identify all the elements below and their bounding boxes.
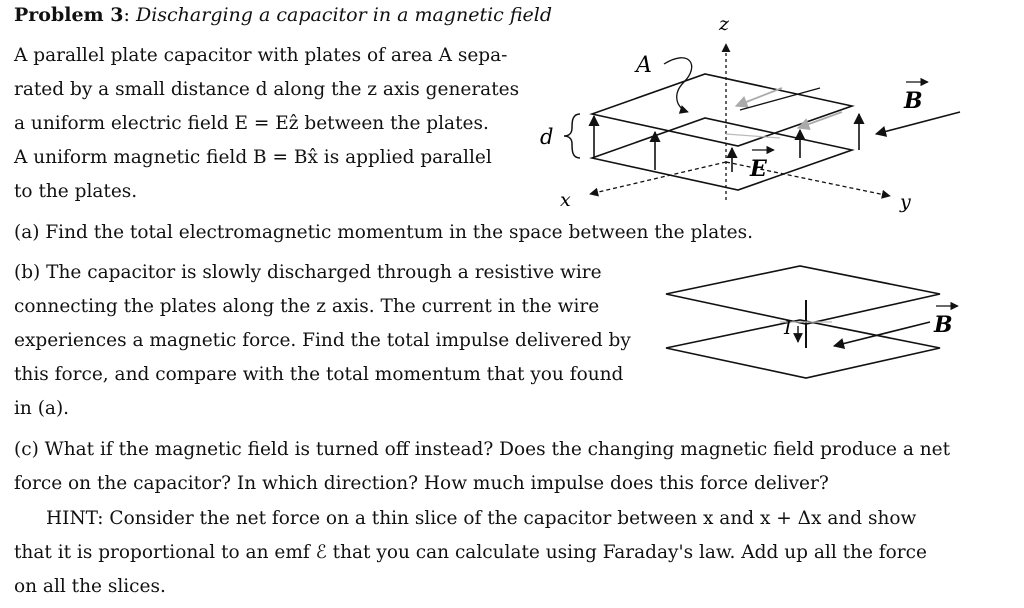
area-label: A <box>634 53 652 78</box>
capacitor-figure: A d z x y E B <box>540 13 961 213</box>
intro-line-2: rated by a small distance d along the z … <box>14 79 520 100</box>
b-field-arrow-outer <box>739 87 821 111</box>
intro-line-1: A parallel plate capacitor with plates o… <box>14 45 508 66</box>
part-a: (a) Find the total electromagnetic momen… <box>14 222 753 243</box>
bottom-plate <box>589 117 855 191</box>
part-b-line-1: (b) The capacitor is slowly discharged t… <box>14 262 602 283</box>
z-label: z <box>718 13 730 35</box>
part-b-line-5: in (a). <box>14 398 70 419</box>
current-label: I <box>783 317 792 339</box>
b-field-arrow <box>832 321 931 349</box>
center-line <box>725 133 781 139</box>
problem-label: Problem 3 <box>14 4 124 26</box>
x-axis <box>589 161 727 197</box>
b-field-arrow-outer <box>874 111 961 137</box>
hint-line-3: on all the slices. <box>14 576 166 597</box>
y-label: y <box>899 191 911 213</box>
gap-brace <box>563 113 581 159</box>
hint-line-1: HINT: Consider the net force on a thin s… <box>46 508 917 529</box>
e-field-label: E <box>749 156 768 182</box>
part-c-line-2: force on the capacitor? In which directi… <box>14 473 829 494</box>
intro-line-3: a uniform electric field E = Eẑ between … <box>14 113 489 134</box>
b-field-arrow-inner <box>734 87 783 108</box>
x-label: x <box>560 189 571 211</box>
top-plate <box>589 73 855 147</box>
hint-line-2: that it is proportional to an emf ℰ that… <box>14 542 927 563</box>
part-b-line-2: connecting the plates along the z axis. … <box>14 296 600 317</box>
discharge-figure: I B <box>665 265 959 379</box>
area-pointer <box>663 57 693 114</box>
part-b-line-4: this force, and compare with the total m… <box>14 364 624 385</box>
b-field-arrow-inner <box>796 111 843 131</box>
part-b-line-3: experiences a magnetic force. Find the t… <box>14 330 631 351</box>
intro-line-4: A uniform magnetic field B = Bx̂ is appl… <box>14 147 492 168</box>
problem-subtitle: Discharging a capacitor in a magnetic fi… <box>135 4 552 26</box>
b-field-label: B <box>903 88 923 114</box>
part-c-line-1: (c) What if the magnetic field is turned… <box>14 439 951 460</box>
problem-title: Problem 3: Discharging a capacitor in a … <box>14 4 552 26</box>
b-field-label: B <box>933 312 953 338</box>
gap-label: d <box>540 125 553 149</box>
intro-line-5: to the plates. <box>14 181 138 202</box>
bottom-plate <box>665 319 941 379</box>
top-plate <box>665 265 941 325</box>
